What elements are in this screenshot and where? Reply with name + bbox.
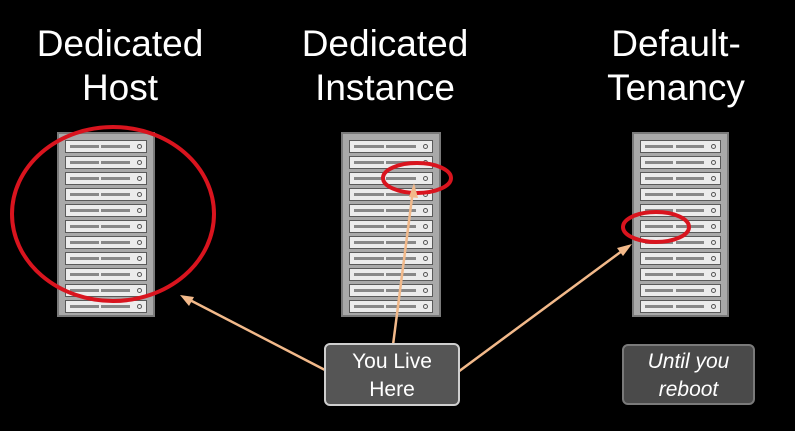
server-slot	[349, 140, 433, 153]
server-led-icon	[711, 256, 716, 261]
arrowhead-host	[180, 295, 194, 306]
server-led-icon	[137, 304, 142, 309]
title-dedicated-host: Dedicated Host	[0, 22, 250, 110]
title-line: Dedicated	[301, 23, 469, 64]
arrow-to-tenancy	[457, 246, 627, 374]
server-slot	[640, 300, 721, 313]
title-line: Tenancy	[607, 67, 745, 108]
server-led-icon	[711, 224, 716, 229]
server-led-icon	[137, 192, 142, 197]
highlight-circle-host	[10, 125, 216, 303]
server-led-icon	[137, 176, 142, 181]
server-led-icon	[137, 144, 142, 149]
server-slot	[349, 236, 433, 249]
server-led-icon	[711, 304, 716, 309]
arrow-to-instance	[391, 189, 415, 346]
title-line: Instance	[315, 67, 455, 108]
server-led-icon	[711, 240, 716, 245]
server-slot	[65, 156, 147, 169]
server-slot	[349, 172, 433, 185]
server-led-icon	[711, 176, 716, 181]
server-led-icon	[711, 208, 716, 213]
highlight-circle-instance	[381, 161, 453, 195]
server-slot	[640, 188, 721, 201]
server-slot	[640, 284, 721, 297]
server-led-icon	[137, 224, 142, 229]
highlight-circle-tenancy	[621, 210, 691, 244]
callout-line: Until you	[647, 350, 730, 373]
title-line: Dedicated	[36, 23, 204, 64]
server-led-icon	[423, 288, 428, 293]
server-led-icon	[423, 272, 428, 277]
server-led-icon	[137, 288, 142, 293]
server-led-icon	[423, 224, 428, 229]
server-led-icon	[137, 272, 142, 277]
title-line: Host	[81, 67, 159, 108]
callout-line: You Live	[352, 350, 432, 373]
server-led-icon	[711, 144, 716, 149]
server-led-icon	[711, 272, 716, 277]
server-led-icon	[423, 208, 428, 213]
arrowhead-tenancy	[617, 244, 632, 256]
server-rack-default-tenancy	[632, 132, 729, 317]
callout-you-live-here: You Live Here	[324, 343, 460, 406]
server-slot	[65, 268, 147, 281]
server-led-icon	[423, 144, 428, 149]
arrowhead-instance	[409, 183, 418, 198]
arrow-to-host	[185, 296, 326, 372]
server-slot	[640, 268, 721, 281]
callout-line: Here	[369, 378, 415, 401]
server-led-icon	[423, 240, 428, 245]
server-slot	[640, 252, 721, 265]
server-slot	[65, 204, 147, 217]
server-rack-dedicated-host	[57, 132, 155, 317]
server-slot	[65, 140, 147, 153]
server-led-icon	[711, 288, 716, 293]
title-dedicated-instance: Dedicated Instance	[255, 22, 515, 110]
server-led-icon	[711, 160, 716, 165]
server-slot	[65, 300, 147, 313]
server-rack-dedicated-instance	[341, 132, 441, 317]
server-led-icon	[137, 160, 142, 165]
title-default-tenancy: Default- Tenancy	[546, 22, 795, 110]
server-slot	[640, 172, 721, 185]
server-slot	[640, 140, 721, 153]
server-slot	[65, 172, 147, 185]
server-slot	[349, 268, 433, 281]
callout-line: reboot	[658, 378, 719, 401]
server-led-icon	[137, 208, 142, 213]
server-led-icon	[423, 176, 428, 181]
server-led-icon	[711, 192, 716, 197]
title-line: Default-	[611, 23, 741, 64]
server-led-icon	[423, 304, 428, 309]
server-led-icon	[137, 256, 142, 261]
server-slot	[640, 156, 721, 169]
server-slot	[349, 300, 433, 313]
server-slot	[349, 252, 433, 265]
server-slot	[65, 220, 147, 233]
callout-until-reboot: Until you reboot	[622, 344, 755, 405]
server-slot	[65, 188, 147, 201]
server-led-icon	[137, 240, 142, 245]
server-slot	[65, 236, 147, 249]
server-led-icon	[423, 256, 428, 261]
server-slot	[65, 252, 147, 265]
server-slot	[349, 220, 433, 233]
